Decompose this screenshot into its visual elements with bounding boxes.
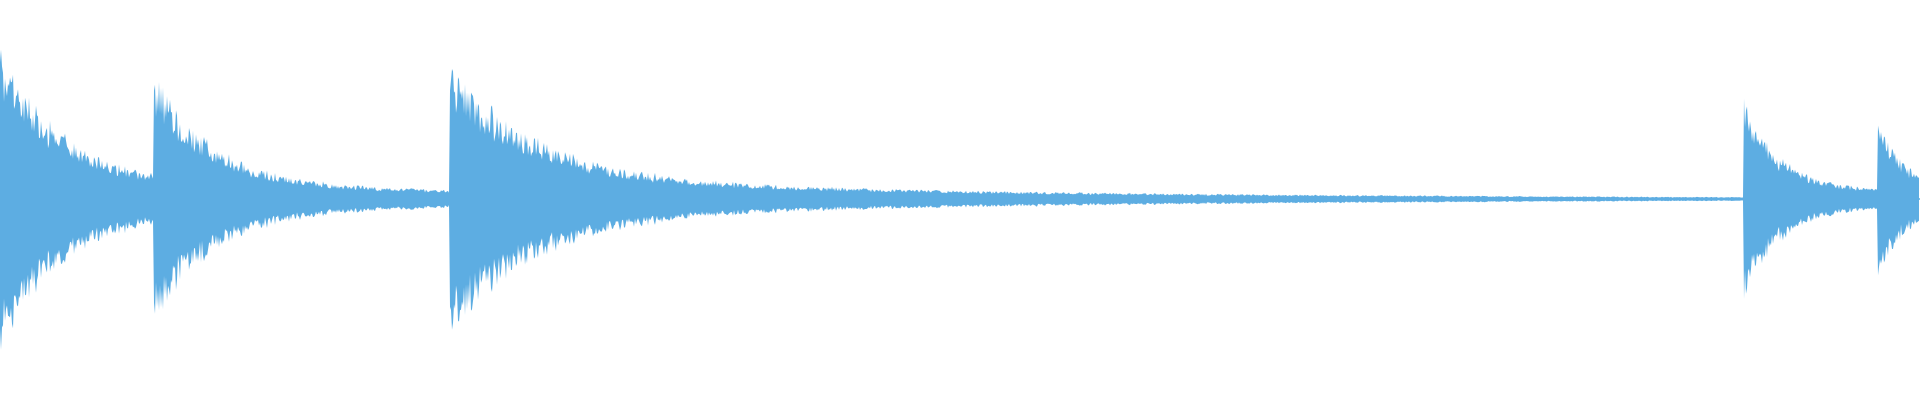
waveform-signal [0, 49, 1919, 350]
